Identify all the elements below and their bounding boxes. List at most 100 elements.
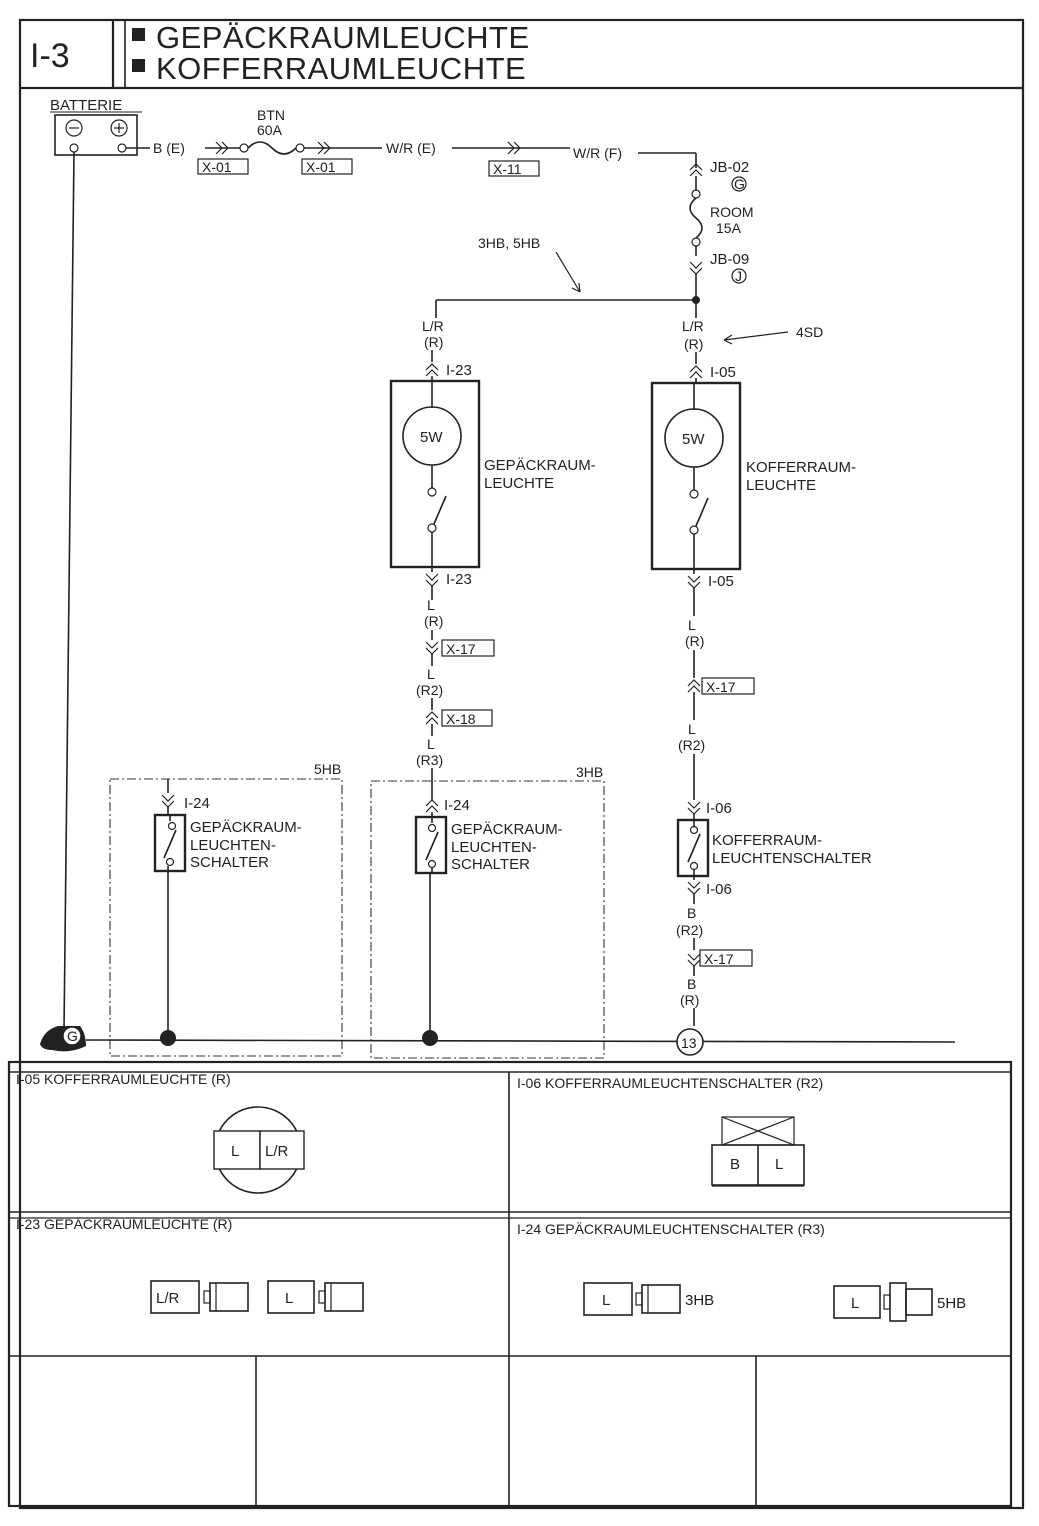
ground-bus xyxy=(85,1039,956,1043)
right-wire-b-2: B xyxy=(687,976,696,992)
i05-connector-face xyxy=(213,1106,305,1194)
x01-left-label: X-01 xyxy=(202,159,232,175)
right-lamp-bottom-connector xyxy=(687,575,701,589)
right-lamp-top-connector-label: I-05 xyxy=(710,364,736,381)
battery-symbol xyxy=(54,114,138,156)
ground-g-symbol xyxy=(40,1026,86,1052)
gepaeck-switch-3hb xyxy=(414,815,448,875)
3hb-switch-label-1: GEPÄCKRAUM- xyxy=(451,821,563,838)
gepaeck-lamp-unit xyxy=(389,379,481,569)
5hb-ground-node xyxy=(160,1030,176,1046)
i24-pin-3hb: L xyxy=(602,1292,610,1309)
5hb-switch-label-1: GEPÄCKRAUM- xyxy=(190,819,302,836)
i24-connector-face-3hb xyxy=(583,1282,681,1316)
right-wire-l-1: L xyxy=(688,617,696,633)
5hb-switch-connector xyxy=(161,794,175,808)
ground-point-13-label: 13 xyxy=(681,1035,697,1051)
page-title-line1: GEPÄCKRAUMLEUCHTE xyxy=(156,20,530,55)
gepaeck-switch-5hb xyxy=(153,813,187,873)
x01-connector-symbols xyxy=(215,141,331,155)
right-lamp-label-2: LEUCHTE xyxy=(746,477,816,494)
i06-connector-face xyxy=(711,1116,805,1187)
right-lamp-bottom-connector-label: I-05 xyxy=(708,573,734,590)
3hb-switch-label-3: SCHALTER xyxy=(451,856,530,873)
option-box-5hb xyxy=(109,778,343,1057)
jb02-label: JB-02 xyxy=(710,159,749,176)
i24-variant-5hb: 5HB xyxy=(937,1295,966,1312)
left-wire-lr-r: (R) xyxy=(424,334,443,350)
right-wire-lr: L/R xyxy=(682,318,704,334)
battery-wire-label: B (E) xyxy=(153,140,185,156)
x01-left-tag xyxy=(197,158,249,175)
left-lamp-top-connector-label: I-23 xyxy=(446,362,472,379)
left-x18-symbol xyxy=(425,711,439,725)
left-wire-l-3-r3: (R3) xyxy=(416,752,443,768)
page-code: I-3 xyxy=(30,37,70,75)
right-lamp-top-connector xyxy=(689,365,703,379)
jb09-label: JB-09 xyxy=(710,251,749,268)
left-wire-l-1-r: (R) xyxy=(424,613,443,629)
split-wire xyxy=(435,296,700,318)
note-4sd-arrow xyxy=(723,331,789,345)
3hb-ground-node xyxy=(422,1030,438,1046)
ground-point-13 xyxy=(676,1028,704,1056)
jb09-pin: J xyxy=(735,268,742,284)
i23-pin-1: L/R xyxy=(156,1290,180,1307)
right-x17-tag xyxy=(701,677,755,695)
koffer-switch-unit xyxy=(676,818,710,878)
i24-connector-face-5hb xyxy=(833,1282,933,1322)
battery-label: BATTERIE xyxy=(50,97,122,114)
left-lamp-bottom-connector xyxy=(425,573,439,587)
left-x18-tag xyxy=(441,709,493,727)
note-3hb-5hb-arrow xyxy=(555,251,581,293)
left-lamp-top-connector xyxy=(425,363,439,377)
title-bullet-2 xyxy=(132,59,145,72)
note-4sd: 4SD xyxy=(796,324,823,340)
right-wire-b-1-r2: (R2) xyxy=(676,922,703,938)
i24-view-title: I-24 GEPÄCKRAUMLEUCHTENSCHALTER (R3) xyxy=(517,1221,825,1237)
ground-g-label: G xyxy=(67,1028,78,1044)
right-switch-bottom-connector-label: I-06 xyxy=(706,881,732,898)
i23-connector-face-2 xyxy=(267,1280,364,1314)
right-wire-l-2: L xyxy=(688,721,696,737)
right-switch-label-2: LEUCHTENSCHALTER xyxy=(712,850,872,867)
right-wire-l-2-r2: (R2) xyxy=(678,737,705,753)
left-x17-symbol xyxy=(425,641,439,655)
battery-ground-wire xyxy=(63,151,75,1031)
note-3hb-5hb: 3HB, 5HB xyxy=(478,235,540,251)
x11-label: X-11 xyxy=(493,161,522,177)
i23-view-title: I-23 GEPÄCKRAUMLEUCHTE (R) xyxy=(16,1216,232,1232)
right-switch-bottom-connector xyxy=(687,881,701,895)
3hb-switch-label-2: LEUCHTEN- xyxy=(451,839,537,856)
i05-pin-2: L/R xyxy=(265,1143,289,1160)
left-x17-label: X-17 xyxy=(446,641,476,657)
x11-tag xyxy=(488,160,540,177)
fuse-room-name: ROOM xyxy=(710,204,754,220)
fuse-room-rating: 15A xyxy=(716,220,742,236)
jb02-pin: G xyxy=(734,176,745,192)
i05-view-title: I-05 KOFFERRAUMLEUCHTE (R) xyxy=(16,1071,231,1087)
x01-right-tag xyxy=(301,158,353,175)
i23-connector-face-1 xyxy=(150,1280,249,1314)
right-switch-top-connector xyxy=(687,801,701,815)
left-x18-label: X-18 xyxy=(446,711,476,727)
right-bottom-x17-tag xyxy=(699,949,753,967)
i24-variant-3hb: 3HB xyxy=(685,1292,714,1309)
left-lamp-bottom-connector-label: I-23 xyxy=(446,571,472,588)
right-x17-symbol xyxy=(687,679,701,693)
5hb-switch-label-2: LEUCHTEN- xyxy=(190,837,276,854)
right-lamp-label-1: KOFFERRAUM- xyxy=(746,459,856,476)
left-wire-l-3: L xyxy=(427,736,435,752)
connector-view-grid xyxy=(7,1060,1013,1508)
i24-pin-5hb: L xyxy=(851,1295,859,1312)
left-lamp-wattage: 5W xyxy=(420,429,443,446)
i06-pin-1: B xyxy=(730,1156,740,1173)
wire-wr-e-label: W/R (E) xyxy=(386,140,436,156)
title-bullet-1 xyxy=(132,28,145,41)
left-wire-l-2-r2: (R2) xyxy=(416,682,443,698)
i23-pin-2: L xyxy=(285,1290,293,1307)
right-wire-b-1: B xyxy=(687,905,696,921)
5hb-switch-connector-label: I-24 xyxy=(184,795,210,812)
koffer-lamp-unit xyxy=(650,381,742,571)
